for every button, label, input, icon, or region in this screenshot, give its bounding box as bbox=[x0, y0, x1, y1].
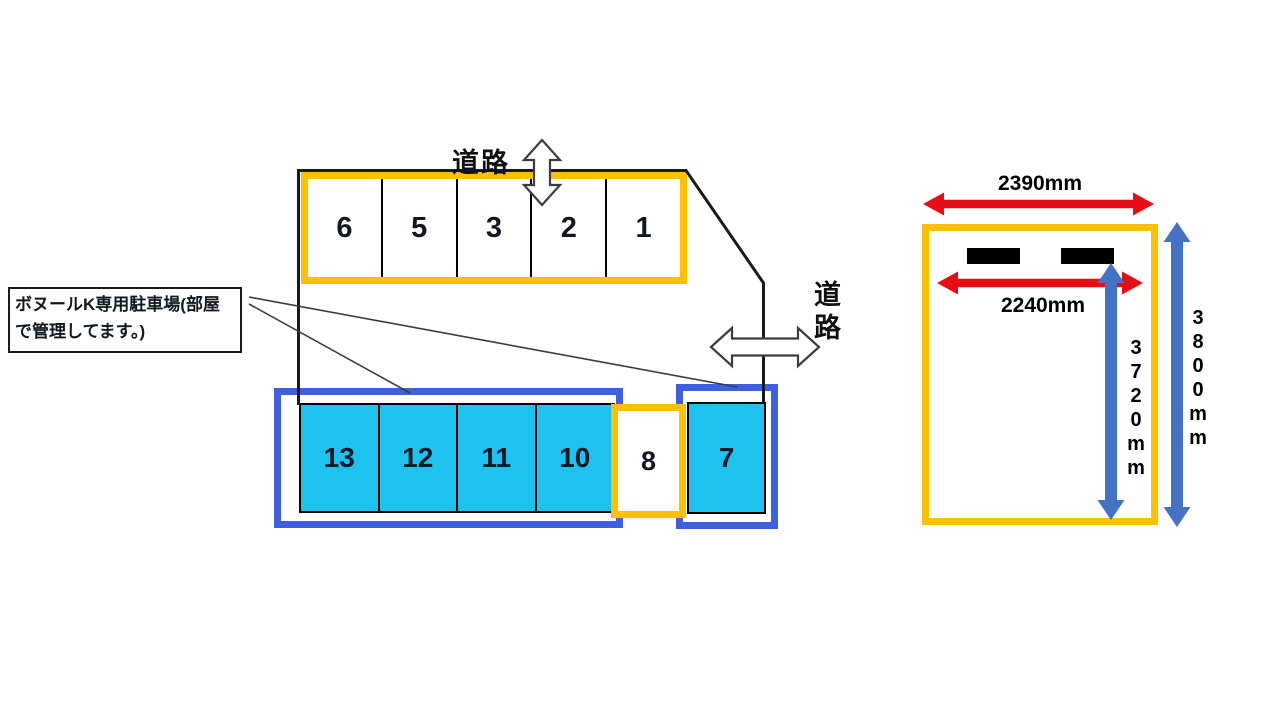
parking-space-6: 6 bbox=[336, 211, 353, 244]
parking-space-7: 7 bbox=[687, 402, 766, 514]
dimension-outer-depth: 3800mm bbox=[1187, 307, 1209, 451]
parking-space-5: 5 bbox=[380, 179, 456, 277]
parking-space-12: 12 bbox=[377, 405, 457, 511]
parking-space-11: 11 bbox=[456, 405, 535, 511]
parking-space-8: 8 bbox=[611, 404, 686, 518]
note-leader-line-right bbox=[248, 296, 738, 388]
parking-space-10: 10 bbox=[534, 405, 614, 511]
top-parking-row: 6 5 3 2 1 bbox=[301, 172, 687, 284]
dimension-outer-width: 2390mm bbox=[997, 172, 1083, 195]
wheel-stop-right bbox=[1061, 248, 1114, 264]
dimension-inner-width: 2240mm bbox=[1000, 294, 1086, 317]
road-label-top: 道路 bbox=[452, 148, 510, 178]
parking-space-13: 13 bbox=[323, 442, 355, 473]
wheel-stop-left bbox=[967, 248, 1020, 264]
parking-space-2: 2 bbox=[530, 179, 605, 277]
space-dimension-rect bbox=[922, 224, 1158, 525]
road-label-right: 道路 bbox=[810, 280, 840, 346]
parking-space-3: 3 bbox=[455, 179, 531, 277]
road-arrow-horizontal-icon bbox=[709, 325, 821, 369]
bottom-parking-row: 13 12 11 10 bbox=[299, 403, 615, 513]
dimension-inner-depth: 3720mm bbox=[1125, 337, 1147, 481]
parking-space-1: 1 bbox=[605, 179, 680, 277]
note-box: ボヌールK専用駐車場(部屋で管理してます。) bbox=[8, 287, 242, 353]
note-leader-line-left bbox=[248, 303, 411, 394]
